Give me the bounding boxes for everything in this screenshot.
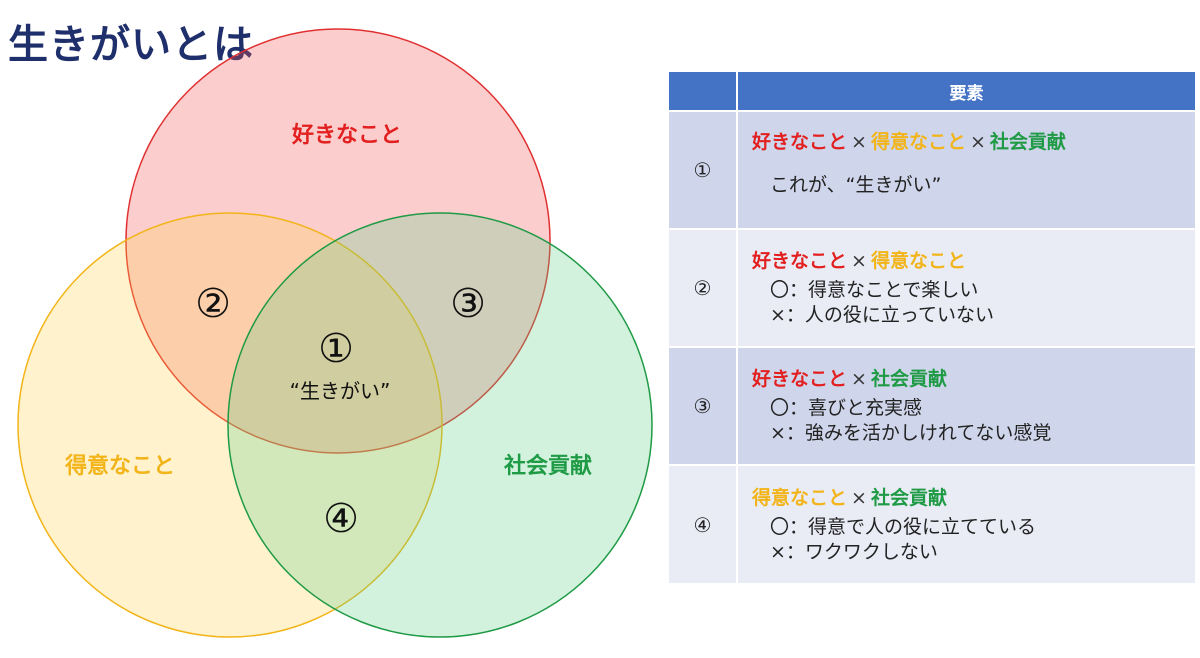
circle-good-label: 得意なこと	[64, 453, 175, 479]
row-content: 好きなこと×得意なこと×社会貢献 これが、“生きがい”	[737, 110, 1195, 229]
region-2-number: ②	[195, 281, 231, 327]
circle-society-label: 社会貢献	[504, 453, 592, 479]
region-1-number: ①	[318, 326, 354, 372]
table-row: ③ 好きなこと×社会貢献 〇：喜びと充実感 ×：強みを活かしけれてない感覚	[669, 346, 1195, 465]
row-heading: 得意なこと×社会貢献	[752, 486, 947, 509]
region-3-number: ③	[450, 281, 486, 327]
table-row: ② 好きなこと×得意なこと 〇：得意なことで楽しい ×：人の役に立っていない	[669, 228, 1195, 347]
table-row: ① 好きなこと×得意なこと×社会貢献 これが、“生きがい”	[669, 110, 1195, 229]
elements-table: 要素 ① 好きなこと×得意なこと×社会貢献 これが、“生きがい” ② 好きなこと…	[669, 72, 1195, 583]
row-number: ④	[669, 464, 738, 583]
circle-like-label: 好きなこと	[291, 122, 402, 148]
circle-good	[17, 212, 443, 638]
table-row: ④ 得意なこと×社会貢献 〇：得意で人の役に立てている ×：ワクワクしない	[669, 464, 1195, 583]
row-line-negative: ×：人の役に立っていない	[770, 304, 994, 326]
region-4-number: ④	[323, 496, 359, 542]
row-line-negative: ×：強みを活かしけれてない感覚	[770, 422, 1052, 444]
row-content: 得意なこと×社会貢献 〇：得意で人の役に立てている ×：ワクワクしない	[737, 464, 1195, 583]
row-number: ③	[669, 346, 738, 465]
circle-society	[227, 212, 653, 638]
row-line-positive: 〇：喜びと充実感	[770, 397, 923, 419]
row-number: ②	[669, 228, 738, 347]
row-content: 好きなこと×社会貢献 〇：喜びと充実感 ×：強みを活かしけれてない感覚	[737, 346, 1195, 465]
page-title: 生きがいとは	[8, 22, 254, 68]
row-heading: 好きなこと×得意なこと×社会貢献	[752, 130, 1066, 153]
row-line-positive: 〇：得意なことで楽しい	[770, 279, 979, 301]
table-header-blank	[669, 72, 738, 111]
region-1-label: “生きがい”	[290, 379, 391, 403]
row-number: ①	[669, 110, 738, 229]
row-line-negative: ×：ワクワクしない	[770, 540, 938, 563]
row-line: これが、“生きがい”	[770, 173, 942, 196]
row-heading: 好きなこと×得意なこと	[752, 250, 966, 272]
row-heading: 好きなこと×社会貢献	[752, 368, 947, 390]
row-line-positive: 〇：得意で人の役に立てている	[770, 515, 1037, 538]
row-content: 好きなこと×得意なこと 〇：得意なことで楽しい ×：人の役に立っていない	[737, 228, 1195, 347]
table-header-row: 要素	[669, 72, 1195, 111]
table-header-elements: 要素	[737, 72, 1195, 111]
